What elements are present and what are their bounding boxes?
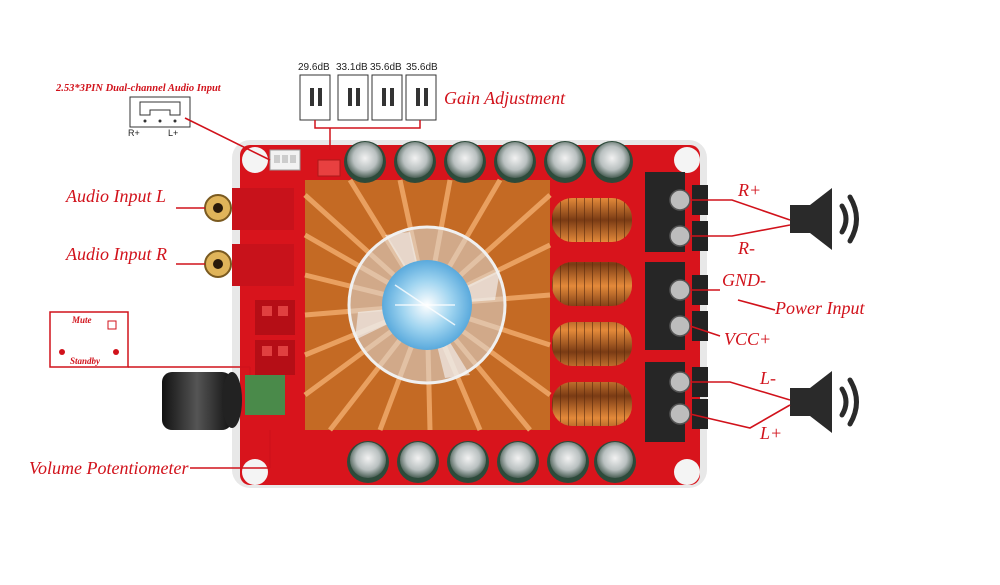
pin-r-label: R+: [128, 128, 140, 138]
audio-input-header-label: 2.53*3PIN Dual-channel Audio Input: [56, 83, 221, 94]
r-minus-label: R-: [738, 238, 755, 258]
dip-switch: [317, 159, 341, 177]
jumper-blocks: [255, 300, 295, 375]
power-input-label: Power Input: [775, 298, 865, 318]
terminal-blocks: [645, 172, 708, 442]
header-connector: [269, 149, 301, 171]
cooling-fan: [347, 225, 507, 385]
speaker-icon-left: [790, 371, 859, 433]
r-plus-label: R+: [738, 180, 762, 200]
speaker-icon-right: [790, 188, 859, 250]
inductor-coils: [552, 198, 632, 426]
potentiometer: [162, 372, 285, 430]
top-capacitors: [344, 141, 633, 183]
gain-switch-diagrams: [299, 74, 437, 150]
leader-lines: [128, 117, 791, 469]
mute-standby-diagram: [49, 311, 129, 368]
gain-value-3: 35.6dB: [370, 62, 402, 73]
l-plus-label: L+: [760, 423, 783, 443]
gain-value-2: 33.1dB: [336, 62, 368, 73]
gain-adjustment-label: Gain Adjustment: [444, 88, 566, 108]
audio-input-r-label: Audio Input R: [66, 244, 167, 264]
bottom-capacitors: [347, 441, 636, 483]
volume-potentiometer-label: Volume Potentiometer: [29, 458, 189, 478]
l-minus-label: L-: [760, 368, 777, 388]
standby-label: Standby: [70, 356, 101, 366]
vcc-label: VCC+: [724, 329, 772, 349]
rca-jacks: [204, 188, 294, 286]
gain-value-1: 29.6dB: [298, 62, 330, 73]
audio-input-l-label: Audio Input L: [66, 186, 167, 206]
gnd-label: GND-: [722, 270, 766, 290]
gain-value-4: 35.6dB: [406, 62, 438, 73]
pin-l-label: L+: [168, 128, 179, 138]
mute-label: Mute: [72, 315, 92, 325]
input-header-diagram: [129, 96, 191, 128]
